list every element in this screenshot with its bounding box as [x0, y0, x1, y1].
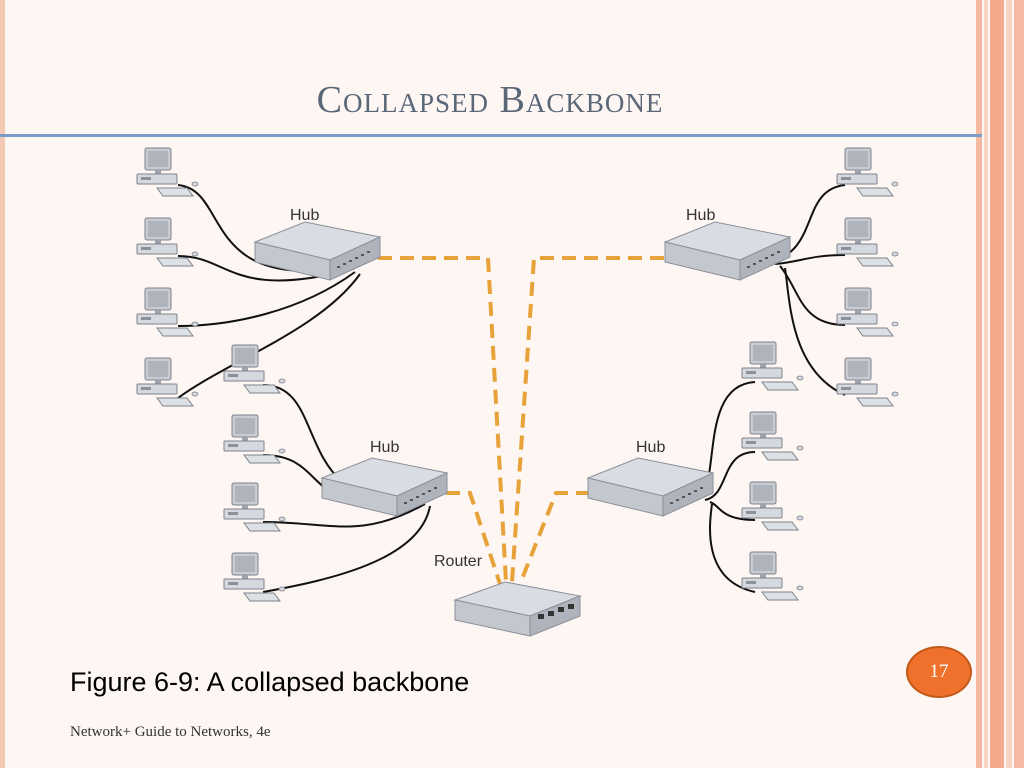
workstation [741, 481, 804, 531]
workstation [223, 552, 286, 602]
backbone-link-top-left [378, 256, 508, 583]
workstation [136, 217, 199, 267]
page-number-badge: 17 [906, 646, 972, 698]
router [453, 581, 582, 637]
workstation [836, 357, 899, 407]
router-label: Router [434, 553, 483, 570]
hub-top-right [664, 221, 791, 281]
left-edge-stripe [0, 0, 5, 768]
hub-label: Hub [686, 207, 715, 224]
workstation [836, 217, 899, 267]
workstation [836, 287, 899, 337]
backbone-link-top-right [510, 256, 664, 583]
workstation [136, 287, 199, 337]
backbone-link-bottom-left [446, 491, 502, 585]
slide-title: Collapsed Backbone [316, 79, 664, 121]
hub-label: Hub [290, 207, 319, 224]
title-divider [0, 134, 982, 137]
hub-label: Hub [370, 439, 399, 456]
workstation [223, 344, 286, 394]
hub-bottom-left [321, 457, 448, 517]
workstation [741, 551, 804, 601]
figure-caption: Figure 6-9: A collapsed backbone [70, 667, 470, 697]
footer-text: Network+ Guide to Networks, 4e [70, 724, 271, 740]
workstation [136, 357, 199, 407]
page-number: 17 [929, 661, 949, 682]
hub-label: Hub [636, 439, 665, 456]
backbone-link-bottom-right [518, 491, 590, 585]
hub-bottom-right [587, 457, 714, 517]
workstation [223, 482, 286, 532]
right-border-stripes [976, 0, 1024, 768]
hub-top-left [254, 221, 381, 281]
workstation [836, 147, 899, 197]
